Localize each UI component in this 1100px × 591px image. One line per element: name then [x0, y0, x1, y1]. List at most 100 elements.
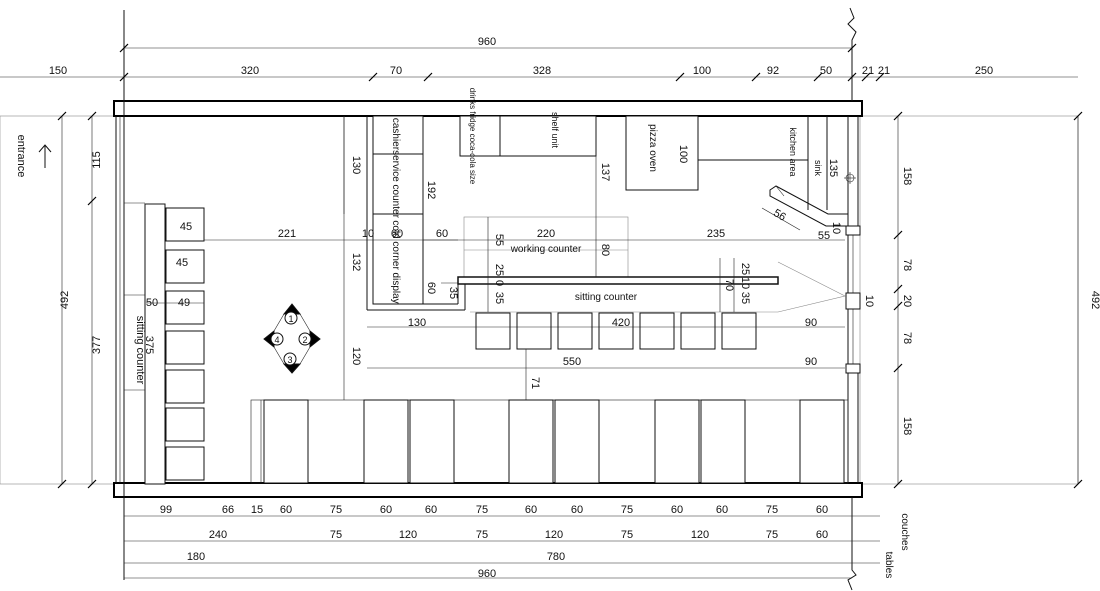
dim-b1-60c: 60 — [425, 504, 437, 516]
dim-b1-60d: 60 — [525, 504, 537, 516]
viewpoint-4: 4 — [274, 335, 279, 345]
dim-56: 56 — [771, 207, 788, 224]
couches-label: couches — [899, 513, 910, 550]
left-sitting-counter: sitting counter 375 45 45 50 49 — [124, 202, 205, 485]
outer-right-zone — [859, 115, 1079, 485]
couch — [263, 399, 309, 484]
entrance-label: entrance — [15, 135, 27, 178]
dim-b1-60a: 60 — [280, 504, 292, 516]
dim-550: 550 — [563, 356, 581, 368]
dim-55a: 55 — [493, 234, 505, 246]
dim-overall-top: 960 — [478, 36, 496, 48]
viewpoint-markers: 1 2 3 4 — [263, 303, 321, 374]
couch — [363, 399, 409, 484]
dim-right-20: 20 — [901, 295, 913, 307]
dim-130b: 130 — [408, 317, 426, 329]
back-counter: drinks fridge coca-cola size shelf unit … — [459, 88, 856, 234]
dim-135: 135 — [827, 159, 839, 177]
dim-35c: 35 — [739, 292, 751, 304]
dim-130a: 130 — [350, 156, 362, 174]
dim-90a: 90 — [805, 317, 817, 329]
dim-35b: 35 — [493, 292, 505, 304]
dim-left-top: 115 — [91, 151, 103, 169]
dim-220: 220 — [537, 228, 555, 240]
dim-0: 0 — [493, 280, 505, 286]
sitting-counter-left-label: sitting counter — [134, 316, 146, 385]
top-dimensions: 960 150 320 70 328 100 92 50 21 21 250 — [0, 36, 1078, 82]
cold-display-label: cold corner display — [390, 220, 401, 303]
pizza-oven-label: pizza oven — [647, 124, 658, 172]
couch — [409, 399, 455, 484]
stool — [165, 330, 205, 365]
dim-right-78a: 78 — [901, 259, 913, 271]
dim-137: 137 — [599, 163, 611, 181]
dim-b1-60g: 60 — [716, 504, 728, 516]
dim-b2-120c: 120 — [691, 529, 709, 541]
dim-left-ext: 150 — [49, 65, 67, 77]
viewpoint-3: 3 — [287, 355, 292, 365]
counter-stool — [516, 312, 552, 350]
interior-dimensions: 221 10 60 60 220 235 55 130 192 137 80 1… — [204, 116, 875, 400]
dim-b1-60h: 60 — [816, 504, 828, 516]
dim-b2-120b: 120 — [545, 529, 563, 541]
dim-10e: 10 — [863, 295, 875, 307]
dim-132: 132 — [350, 253, 362, 271]
main-sitting-counter: sitting counter — [457, 261, 846, 350]
dim-b1-66: 66 — [222, 504, 234, 516]
booth-seating — [250, 399, 849, 484]
dim-b1-60b: 60 — [380, 504, 392, 516]
dim-b3-180: 180 — [187, 551, 205, 563]
dim-80: 80 — [599, 244, 611, 256]
stool — [165, 290, 205, 325]
couch — [554, 399, 600, 484]
dim-60c: 60 — [425, 282, 437, 294]
dim-45b: 45 — [176, 257, 188, 269]
counter-stool — [639, 312, 675, 350]
counter-stool — [721, 312, 757, 350]
kitchen-area-label: kitchen area — [788, 127, 798, 176]
stool — [165, 446, 205, 481]
dim-b2-75b: 75 — [476, 529, 488, 541]
dim-b1-15: 15 — [251, 504, 263, 516]
top-wall — [113, 100, 863, 117]
dim-b1-60e: 60 — [571, 504, 583, 516]
dim-60a: 60 — [391, 228, 403, 240]
dim-b1-99: 99 — [160, 504, 172, 516]
dim-right-total: 492 — [1089, 291, 1100, 309]
dim-b2-60: 60 — [816, 529, 828, 541]
dim-seg-21a: 21 — [862, 65, 874, 77]
sink-label: sink — [813, 160, 823, 177]
dim-b1-60f: 60 — [671, 504, 683, 516]
dim-b3-780: 780 — [547, 551, 565, 563]
counter-stool — [475, 312, 511, 350]
dim-b2-75c: 75 — [621, 529, 633, 541]
service-counter-label: service counter — [390, 150, 401, 218]
dim-b2-240: 240 — [209, 529, 227, 541]
dim-45a: 45 — [180, 221, 192, 233]
sitting-counter-label: sitting counter — [575, 292, 638, 303]
dim-right-158a: 158 — [901, 167, 913, 185]
dim-55b: 55 — [818, 230, 830, 242]
dim-seg-92: 92 — [767, 65, 779, 77]
dim-right-78b: 78 — [901, 332, 913, 344]
stool — [165, 249, 205, 284]
dim-25b: 25 — [739, 263, 751, 275]
right-dimensions: 158 78 20 78 158 492 — [893, 111, 1100, 489]
viewpoint-2: 2 — [302, 335, 307, 345]
dim-60b: 60 — [436, 228, 448, 240]
dim-192: 192 — [425, 181, 437, 199]
dim-right-ext: 250 — [975, 65, 993, 77]
dim-b1-75b: 75 — [476, 504, 488, 516]
dim-100: 100 — [677, 145, 689, 163]
couch — [508, 399, 554, 484]
dim-235: 235 — [707, 228, 725, 240]
couch — [799, 399, 845, 484]
dim-overall-bottom: 960 — [478, 568, 496, 580]
dim-seg-100: 100 — [693, 65, 711, 77]
dim-left-total: 492 — [59, 291, 71, 309]
viewpoint-1: 1 — [288, 314, 293, 324]
dim-375: 375 — [143, 336, 155, 354]
dim-b1-75a: 75 — [330, 504, 342, 516]
dim-left-mid: 377 — [91, 336, 103, 354]
bottom-dimensions: 99 66 15 60 75 60 60 75 60 60 75 60 60 7… — [124, 504, 910, 580]
